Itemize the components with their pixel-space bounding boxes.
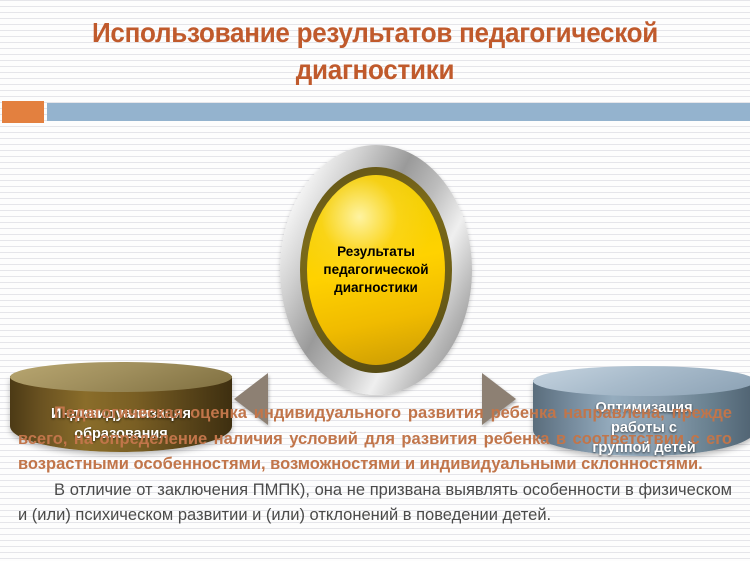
diagram-node-left: Индивидуализация образования <box>10 362 232 460</box>
body-copy: Педагогическая оценка индивидуального ра… <box>18 401 732 529</box>
divider-blue-bar <box>47 103 750 121</box>
node-right-line-1: Оптимизация <box>595 400 693 416</box>
diagram-center-label: Результаты педагогической диагностики <box>280 243 472 297</box>
slide-title-line-1: Использование результатов педагогической <box>91 17 659 48</box>
body-paragraph-2: В отличие от заключения ПМПК), она не пр… <box>18 480 732 525</box>
diagram-node-right: Оптимизация работы с группой детей <box>533 366 750 464</box>
center-gold-disc <box>307 175 445 365</box>
title-divider <box>0 101 750 123</box>
cylinder-top-left <box>10 362 232 392</box>
divider-orange-block <box>2 101 44 123</box>
cylinder-top-right <box>533 366 750 396</box>
center-line-3: диагностики <box>334 280 418 295</box>
node-left-line-1: Индивидуализация <box>51 406 191 422</box>
diagram-node-left-label: Индивидуализация образования <box>10 404 232 444</box>
arrow-right-icon <box>482 373 516 425</box>
diagram-center-node: Результаты педагогической диагностики <box>280 145 472 395</box>
diagram: Индивидуализация образования Результаты … <box>0 130 750 456</box>
center-line-1: Результаты <box>337 244 415 259</box>
arrow-left-icon <box>234 373 268 425</box>
node-left-line-2: образования <box>74 426 168 442</box>
slide-title: Использование результатов педагогической… <box>0 14 750 88</box>
diagram-node-right-label: Оптимизация работы с группой детей <box>533 398 750 458</box>
center-line-2: педагогической <box>323 262 429 277</box>
slide-title-line-2: диагностики <box>295 54 455 85</box>
node-right-line-3: группой детей <box>592 440 696 456</box>
body-paragraph-1: Педагогическая оценка индивидуального ра… <box>18 404 732 473</box>
node-right-line-2: работы с <box>611 420 677 436</box>
